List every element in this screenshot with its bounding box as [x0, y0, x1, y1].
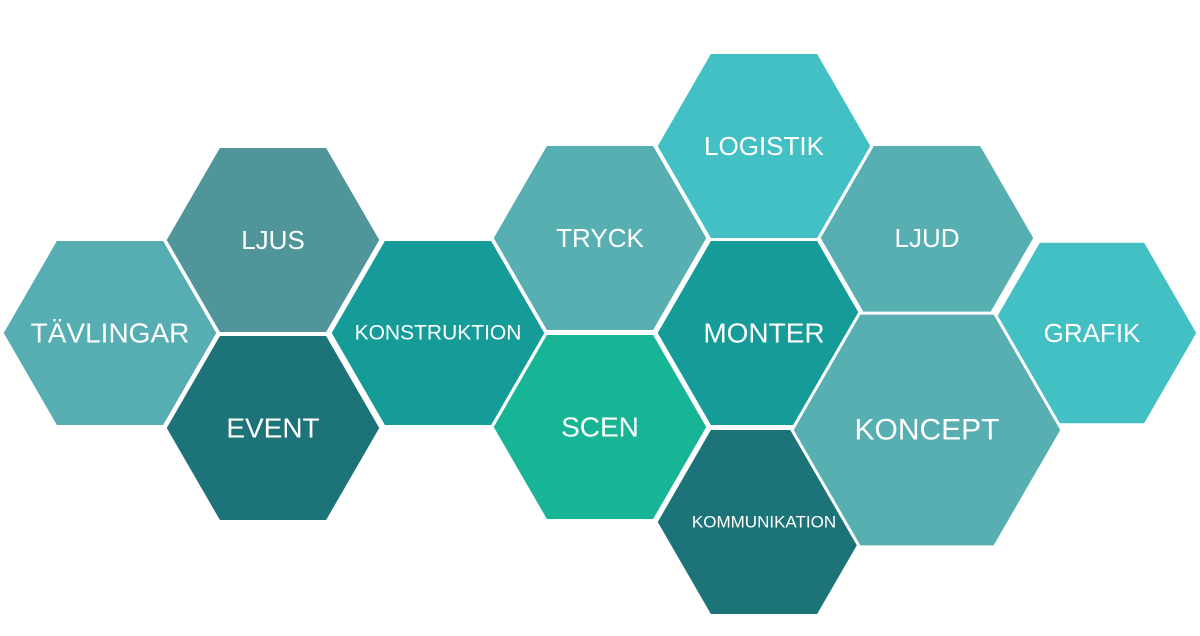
- hexagon-label-scen: SCEN: [561, 412, 639, 443]
- hexagon-label-monter: MONTER: [703, 318, 824, 349]
- hexagon-tryck: TRYCK: [490, 143, 710, 333]
- hexagon-label-ljus: LJUS: [241, 225, 305, 255]
- hexagon-tavlingar: TÄVLINGAR: [0, 238, 220, 428]
- hexagon-shape-event: [163, 333, 383, 523]
- hexagon-label-tryck: TRYCK: [556, 223, 644, 253]
- hexagon-shape-tryck: [490, 143, 710, 333]
- hexagon-label-ljud: LJUD: [894, 223, 959, 253]
- hexagon-shape-koncept: [790, 311, 1064, 549]
- hexagon-shape-scen: [490, 332, 710, 522]
- hexagon-label-logistik: LOGISTIK: [704, 131, 825, 161]
- hexagon-label-kommunikation: KOMMUNIKATION: [692, 513, 836, 532]
- hexagon-label-konstruktion: KONSTRUKTION: [355, 322, 522, 345]
- hexagon-label-koncept: KONCEPT: [854, 414, 999, 447]
- hexagon-label-tavlingar: TÄVLINGAR: [31, 318, 190, 349]
- hexagon-ljud: LJUD: [817, 143, 1037, 333]
- hexagon-logistik: LOGISTIK: [654, 51, 874, 241]
- hexagon-event: EVENT: [163, 333, 383, 523]
- hexagon-scen: SCEN: [490, 332, 710, 522]
- hexagon-ljus: LJUS: [163, 145, 383, 335]
- hexagon-koncept: KONCEPT: [790, 311, 1064, 549]
- hexagon-label-event: EVENT: [226, 413, 319, 444]
- hexagon-label-grafik: GRAFIK: [1044, 318, 1141, 348]
